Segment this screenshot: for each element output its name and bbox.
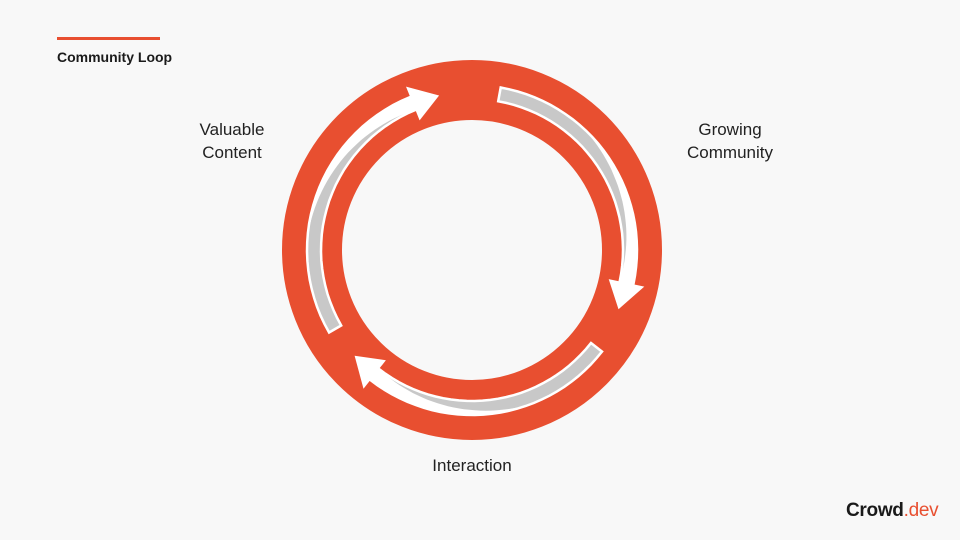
arrow-head-icon xyxy=(608,279,645,310)
arrow-interaction-to-content xyxy=(354,341,604,417)
label-valuable-content: Valuable Content xyxy=(199,120,265,162)
title-accent-line xyxy=(57,37,160,40)
crowd-dev-logo: Crowd.dev xyxy=(846,500,939,522)
arrow-head-icon xyxy=(406,86,440,121)
slide-title: Community Loop xyxy=(57,49,173,65)
arrow-highlight xyxy=(370,369,530,415)
label-growing-community: Growing Community xyxy=(687,120,773,162)
arrow-highlight xyxy=(307,97,416,238)
arrow-community-to-interaction xyxy=(496,86,645,310)
arrow-highlight xyxy=(582,127,637,285)
logo-suffix: .dev xyxy=(903,500,939,521)
arrow-head-icon xyxy=(354,355,386,389)
arrow-content-to-community xyxy=(305,86,440,335)
label-interaction: Interaction xyxy=(432,456,512,475)
logo-brand: Crowd xyxy=(846,500,904,521)
